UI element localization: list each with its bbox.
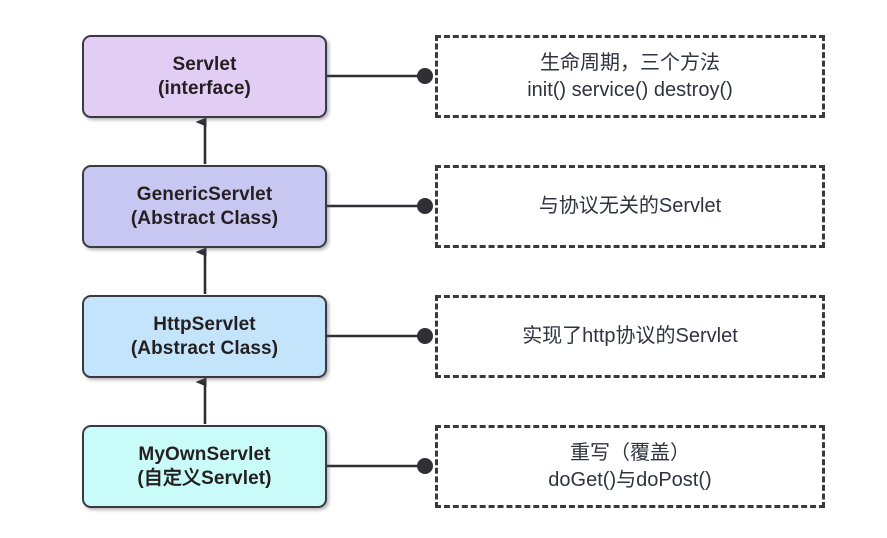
note-box-my-own-servlet-line2: doGet()与doPost() (548, 468, 712, 491)
note-connector-dot-servlet (417, 68, 433, 84)
class-box-http-servlet-name: HttpServlet (153, 314, 256, 336)
class-box-generic-servlet-name: GenericServlet (136, 184, 273, 206)
class-box-http-servlet-kind: (Abstract Class) (130, 337, 279, 359)
note-box-servlet-line2: init() service() destroy() (527, 78, 733, 101)
note-box-http-servlet-line1: 实现了http协议的Servlet (522, 325, 738, 347)
class-box-my-own-servlet[interactable]: MyOwnServlet (自定义Servlet) (82, 425, 327, 508)
note-connector-dot-my-own-servlet (417, 458, 433, 474)
note-connector-dot-generic-servlet (417, 198, 433, 214)
class-box-http-servlet[interactable]: HttpServlet (Abstract Class) (82, 295, 327, 378)
note-box-http-servlet[interactable]: 实现了http协议的Servlet (435, 295, 825, 378)
class-box-servlet-kind: (interface) (158, 77, 251, 99)
note-box-generic-servlet[interactable]: 与协议无关的Servlet (435, 165, 825, 248)
class-box-generic-servlet[interactable]: GenericServlet (Abstract Class) (82, 165, 327, 248)
note-box-my-own-servlet-line1: 重写（覆盖） (570, 441, 690, 464)
class-box-my-own-servlet-kind: (自定义Servlet) (137, 467, 272, 489)
class-box-servlet[interactable]: Servlet (interface) (82, 35, 327, 118)
note-box-my-own-servlet[interactable]: 重写（覆盖） doGet()与doPost() (435, 425, 825, 508)
note-box-generic-servlet-line1: 与协议无关的Servlet (538, 195, 722, 217)
note-box-servlet[interactable]: 生命周期，三个方法 init() service() destroy() (435, 35, 825, 118)
class-box-my-own-servlet-name: MyOwnServlet (138, 444, 271, 466)
class-box-generic-servlet-kind: (Abstract Class) (130, 207, 279, 229)
class-box-servlet-name: Servlet (172, 54, 237, 76)
note-connector-dot-http-servlet (417, 328, 433, 344)
note-box-servlet-line1: 生命周期，三个方法 (540, 51, 720, 74)
